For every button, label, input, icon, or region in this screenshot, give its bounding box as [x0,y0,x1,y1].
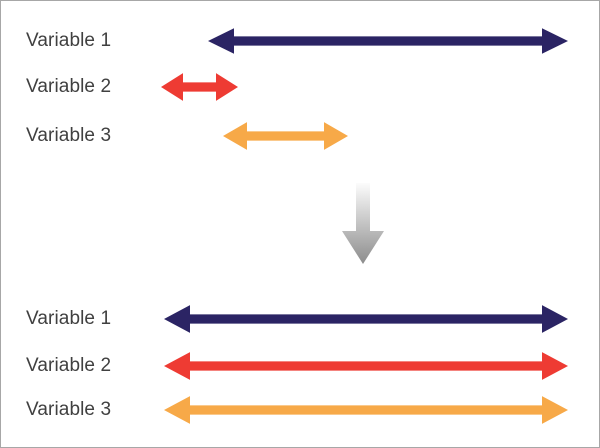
bottom-row-2-label: Variable 2 [26,355,112,376]
bottom-arrow-variable-3 [164,395,568,425]
bottom-panel: Variable 1 Variable 2 Variable 3 [1,289,599,447]
double-headed-arrow-shape [164,352,568,380]
top-row-3-label: Variable 3 [26,125,112,146]
bottom-arrow-variable-1 [164,304,568,334]
top-row-2-label: Variable 2 [26,76,112,97]
down-arrow-icon [341,183,385,265]
double-headed-arrow-shape [164,305,568,333]
top-arrow-variable-1 [208,26,568,56]
bottom-row-variable-3: Variable 3 [1,387,599,433]
top-arrow-variable-2 [161,72,238,102]
top-arrow-variable-3 [223,121,348,151]
bottom-row-variable-2: Variable 2 [1,343,599,389]
top-panel: Variable 1 Variable 2 Variable 3 [1,1,599,171]
bottom-arrow-variable-2 [164,351,568,381]
bottom-row-variable-1: Variable 1 [1,296,599,342]
down-arrow-shape [342,183,384,264]
double-headed-arrow-shape [208,28,568,54]
top-row-variable-1: Variable 1 [1,18,599,64]
bottom-row-1-label: Variable 1 [26,308,112,329]
top-row-1-label: Variable 1 [26,30,112,51]
double-headed-arrow-shape [164,396,568,424]
top-row-variable-3: Variable 3 [1,113,599,159]
top-row-variable-2: Variable 2 [1,64,599,110]
double-headed-arrow-shape [223,122,348,150]
double-headed-arrow-shape [161,73,238,101]
bottom-row-3-label: Variable 3 [26,399,112,420]
